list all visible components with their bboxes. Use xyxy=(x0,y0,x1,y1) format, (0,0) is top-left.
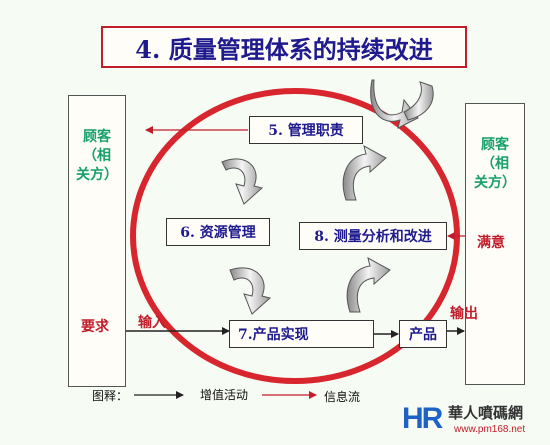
requirements-label: 要求 xyxy=(81,319,109,335)
satisfaction-label: 满意 xyxy=(477,235,505,251)
product-box: 产品 xyxy=(399,320,447,348)
page-title: 4. 质量管理体系的持续改进 xyxy=(101,26,467,68)
product-realization-box: 7.产品实现 xyxy=(229,320,374,348)
logo-letters: HR xyxy=(402,402,443,435)
measurement-analysis-box: 8. 测量分析和改进 xyxy=(299,222,447,250)
left-party-line3: 关方） xyxy=(76,167,118,183)
legend-value-activity: 增值活动 xyxy=(200,388,249,402)
legend-prefix: 图释： xyxy=(92,389,129,403)
right-party-line2: （相 xyxy=(481,156,509,172)
left-party-line2: （相 xyxy=(83,148,111,164)
logo-chinese: 華人噴碼網 xyxy=(448,404,524,422)
site-logo: HR 華人噴碼網 www.pm168.net xyxy=(402,400,548,442)
right-party-line3: 关方） xyxy=(474,175,516,191)
management-responsibility-box: 5. 管理职责 xyxy=(249,116,363,144)
input-label: 输入 xyxy=(138,315,166,331)
product-realization-label: 7.产品实现 xyxy=(238,327,309,343)
left-party-bar: 顾客 （相 关方） xyxy=(68,95,126,387)
output-label: 输出 xyxy=(450,306,478,322)
legend-info-flow: 信息流 xyxy=(324,390,361,404)
right-party-bar: 顾客 （相 关方） xyxy=(465,103,525,385)
left-party-line1: 顾客 xyxy=(83,129,111,145)
logo-url: www.pm168.net xyxy=(454,424,526,435)
right-party-line1: 顾客 xyxy=(481,137,509,153)
curved-arrow-icon xyxy=(221,79,434,315)
resource-management-box: 6. 资源管理 xyxy=(166,218,270,246)
